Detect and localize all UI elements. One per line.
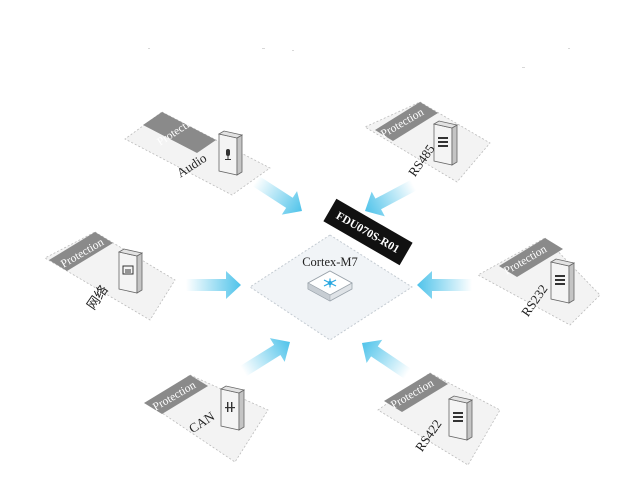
ethernet-icon — [122, 265, 134, 275]
module-network-device — [117, 248, 144, 294]
serial-port-icon — [438, 137, 448, 147]
module-rs485: Protection RS485 — [364, 101, 491, 183]
module-rs485-device — [432, 120, 459, 166]
module-audio-device — [217, 130, 244, 176]
arrow-rs422 — [362, 339, 411, 379]
module-rs232: Protection RS232 — [477, 237, 601, 326]
core-chip-label: Cortex-M7 — [302, 255, 358, 269]
module-can-device — [219, 385, 246, 431]
module-network: Protection 网络 — [44, 231, 176, 321]
serial-port-icon — [453, 412, 463, 422]
arrow-rs485 — [365, 179, 417, 217]
module-rs422-device — [447, 395, 474, 441]
arrow-audio — [252, 176, 302, 215]
chip-logo-icon — [323, 278, 337, 288]
can-bus-icon — [225, 402, 235, 412]
module-can: Protection CAN — [144, 374, 269, 463]
arrow-can — [240, 338, 290, 377]
flow-arrows — [186, 176, 472, 379]
module-audio: Protection Audio — [124, 111, 271, 196]
top-decoration — [148, 48, 570, 68]
module-rs232-device — [549, 258, 576, 304]
cortex-chip — [307, 270, 353, 302]
arrow-rs232 — [417, 271, 472, 299]
arrow-network — [186, 271, 241, 299]
module-rs422: Protection RS422 — [377, 372, 501, 466]
microphone-icon — [225, 149, 231, 160]
serial-port-icon — [555, 275, 565, 285]
